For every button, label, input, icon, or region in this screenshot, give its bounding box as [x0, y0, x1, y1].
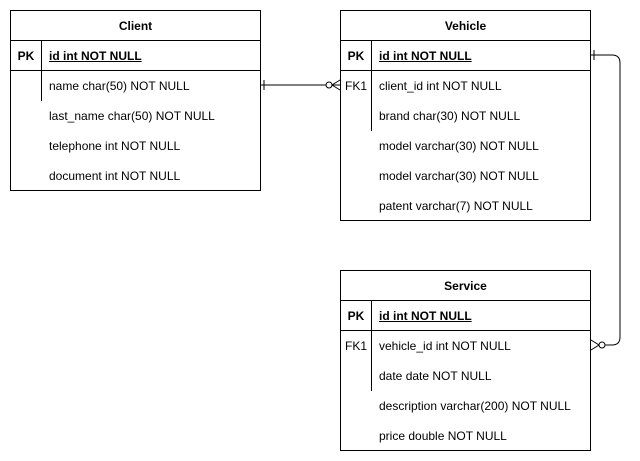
- fk-label: FK1: [344, 79, 367, 93]
- field-name: name char(50) NOT NULL: [49, 79, 190, 93]
- crowfoot-upper: [331, 79, 341, 86]
- service-row-description: description varchar(200) NOT NULL: [341, 391, 590, 421]
- client-row-name: name char(50) NOT NULL: [11, 71, 260, 101]
- service-table: Service PK id int NOT NULL FK1 vehicle_i…: [340, 270, 591, 451]
- pk-label: PK: [347, 49, 365, 63]
- service-table-title: Service: [341, 271, 590, 301]
- field-name: client_id int NOT NULL: [379, 79, 502, 93]
- vehicle-service-relationship: [590, 50, 621, 351]
- vehicle-row-model: model varchar(30) NOT NULL: [341, 131, 590, 161]
- vehicle-row-client-id: FK1 client_id int NOT NULL: [341, 71, 590, 101]
- field-name: vehicle_id int NOT NULL: [379, 339, 511, 353]
- pk-label: PK: [17, 49, 35, 63]
- key-separator: [41, 41, 42, 70]
- field-name: patent varchar(7) NOT NULL: [379, 199, 533, 213]
- field-name: model varchar(30) NOT NULL: [379, 139, 539, 153]
- field-name: price double NOT NULL: [379, 429, 507, 443]
- service-row-date: date date NOT NULL: [341, 361, 590, 391]
- key-separator: [41, 71, 42, 101]
- vehicle-row-brand: brand char(30) NOT NULL: [341, 101, 590, 131]
- field-name: description varchar(200) NOT NULL: [379, 399, 571, 413]
- key-separator: [371, 301, 372, 330]
- field-name: date date NOT NULL: [379, 369, 492, 383]
- client-vehicle-relationship: [261, 79, 341, 91]
- client-row-id: PK id int NOT NULL: [11, 41, 260, 71]
- vehicle-row-patent: patent varchar(7) NOT NULL: [341, 191, 590, 221]
- zero-marker: [325, 81, 333, 89]
- client-table-title: Client: [11, 11, 260, 41]
- service-row-id: PK id int NOT NULL: [341, 301, 590, 331]
- key-separator: [371, 331, 372, 361]
- field-name: model varchar(30) NOT NULL: [379, 169, 539, 183]
- key-separator: [371, 101, 372, 131]
- service-row-price: price double NOT NULL: [341, 421, 590, 451]
- client-row-last-name: last_name char(50) NOT NULL: [11, 101, 260, 131]
- fk-label: FK1: [344, 339, 367, 353]
- crowfoot-upper: [590, 339, 600, 346]
- service-row-vehicle-id: FK1 vehicle_id int NOT NULL: [341, 331, 590, 361]
- vehicle-row-id: PK id int NOT NULL: [341, 41, 590, 71]
- field-name: id int NOT NULL: [379, 309, 472, 323]
- field-name: last_name char(50) NOT NULL: [49, 109, 215, 123]
- crowfoot-lower: [331, 84, 341, 91]
- client-row-document: document int NOT NULL: [11, 161, 260, 191]
- vehicle-table-title: Vehicle: [341, 11, 590, 41]
- field-name: id int NOT NULL: [379, 49, 472, 63]
- key-separator: [371, 41, 372, 70]
- field-name: document int NOT NULL: [49, 169, 181, 183]
- key-separator: [371, 361, 372, 391]
- client-row-telephone: telephone int NOT NULL: [11, 131, 260, 161]
- vehicle-table: Vehicle PK id int NOT NULL FK1 client_id…: [340, 10, 591, 221]
- crowfoot-lower: [590, 344, 600, 351]
- pk-label: PK: [347, 309, 365, 323]
- vehicle-row-model-2: model varchar(30) NOT NULL: [341, 161, 590, 191]
- connector-line: [591, 54, 621, 346]
- key-separator: [371, 71, 372, 101]
- zero-marker: [598, 341, 606, 349]
- client-table: Client PK id int NOT NULL name char(50) …: [10, 10, 261, 191]
- field-name: brand char(30) NOT NULL: [379, 109, 521, 123]
- field-name: telephone int NOT NULL: [49, 139, 181, 153]
- field-name: id int NOT NULL: [49, 49, 142, 63]
